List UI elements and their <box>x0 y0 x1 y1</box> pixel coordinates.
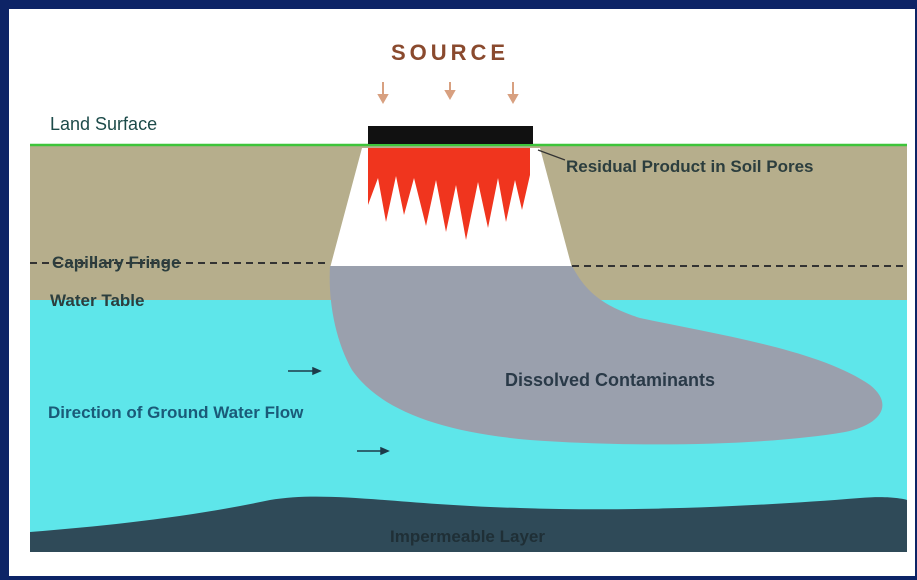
ground-water-flow-label: Direction of Ground Water Flow <box>48 403 304 422</box>
flow-arrows <box>288 366 390 456</box>
source-arrows <box>377 82 519 105</box>
impermeable-layer-label: Impermeable Layer <box>390 527 545 546</box>
source-label: SOURCE <box>391 40 509 65</box>
residual-leader-line <box>537 149 566 161</box>
residual-product-label: Residual Product in Soil Pores <box>566 157 814 176</box>
dissolved-plume <box>329 266 883 445</box>
land-surface-label: Land Surface <box>50 114 157 134</box>
residual-product <box>368 148 530 240</box>
capillary-fringe-label: Capillary Fringe <box>52 253 180 272</box>
impermeable-layer <box>30 496 907 552</box>
water-table-label: Water Table <box>50 291 144 310</box>
source-bar <box>368 126 533 144</box>
dissolved-contaminants-label: Dissolved Contaminants <box>505 370 715 390</box>
